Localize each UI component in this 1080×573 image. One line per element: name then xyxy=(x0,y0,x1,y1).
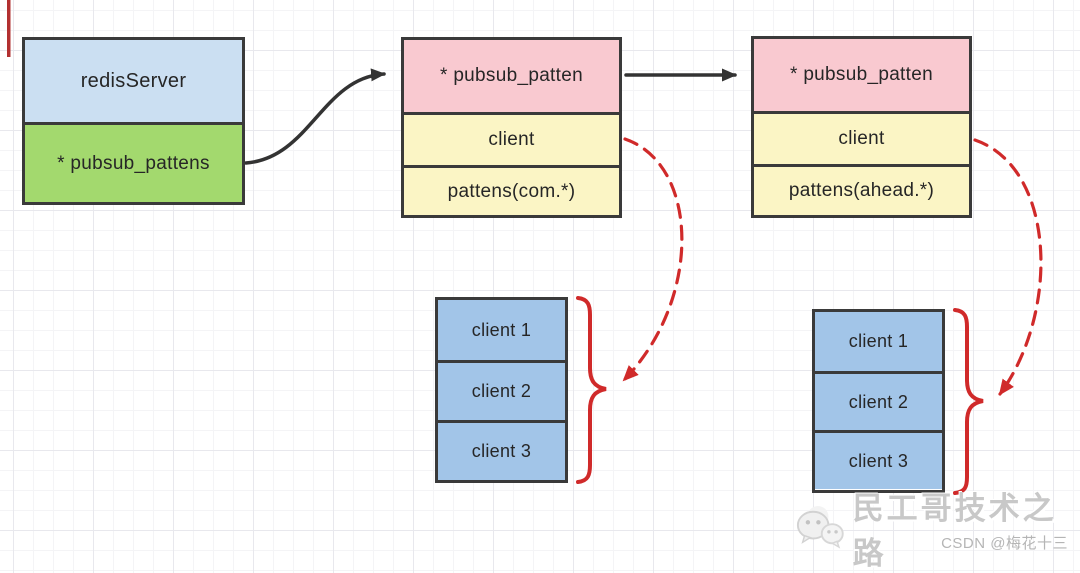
client-stack-1-item: client 3 xyxy=(438,420,565,480)
dashed-arrow-node2-to-clients xyxy=(973,138,1043,396)
pattern-node-1-pattern: pattens(com.*) xyxy=(404,165,619,215)
pattern-node-2-pattern: pattens(ahead.*) xyxy=(754,164,969,215)
redis-server-title: redisServer xyxy=(25,40,242,122)
pattern-node-1: * pubsub_patten client pattens(com.*) xyxy=(401,37,622,218)
arrow-redis-to-node1 xyxy=(244,68,386,165)
pattern-node-2: * pubsub_patten client pattens(ahead.*) xyxy=(751,36,972,218)
pattern-node-1-client: client xyxy=(404,112,619,165)
redis-server-field: * pubsub_pattens xyxy=(25,122,242,202)
pattern-node-2-header: * pubsub_patten xyxy=(754,39,969,111)
client-stack-2-item: client 2 xyxy=(815,371,942,430)
client-stack-2: client 1 client 2 client 3 xyxy=(812,309,945,493)
brace-clients-2 xyxy=(953,308,984,495)
brace-clients-1 xyxy=(576,296,607,484)
client-stack-1-item: client 2 xyxy=(438,360,565,420)
connector-layer xyxy=(7,0,1043,495)
pattern-node-2-client: client xyxy=(754,111,969,164)
client-stack-2-item: client 1 xyxy=(815,312,942,371)
red-tick-mark xyxy=(7,0,11,57)
client-stack-1-item: client 1 xyxy=(438,300,565,360)
dashed-arrow-node1-to-clients xyxy=(622,137,684,382)
client-stack-2-item: client 3 xyxy=(815,430,942,489)
pattern-node-1-header: * pubsub_patten xyxy=(404,40,619,112)
redis-server-box: redisServer * pubsub_pattens xyxy=(22,37,245,205)
client-stack-1: client 1 client 2 client 3 xyxy=(435,297,568,483)
csdn-credit: CSDN @梅花十三 xyxy=(941,535,1068,552)
